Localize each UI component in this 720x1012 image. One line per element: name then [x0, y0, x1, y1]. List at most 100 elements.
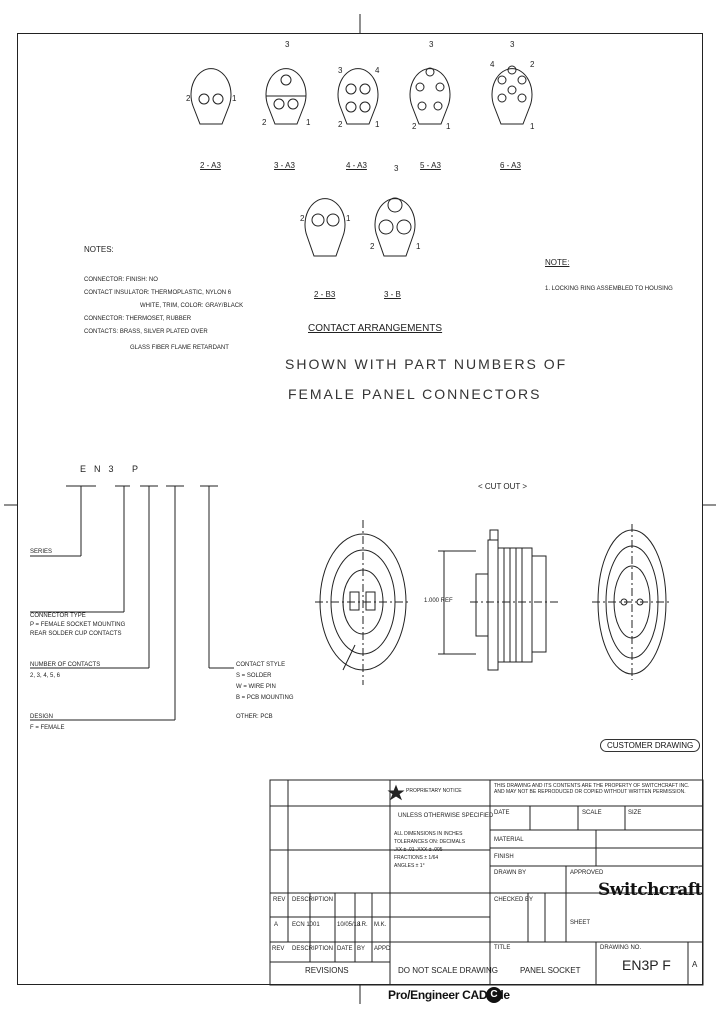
label-contacts: NUMBER OF CONTACTS [30, 662, 101, 668]
note-line: WHITE, TRIM, COLOR: GRAY/BLACK [140, 303, 244, 309]
rev-header: DATE [337, 946, 353, 952]
label-connector-type: CONNECTOR TYPE [30, 613, 86, 619]
rev-box: A [692, 960, 698, 969]
label-scale: SCALE [582, 810, 602, 816]
label-date: DATE [494, 810, 510, 816]
drawing-number-label: DRAWING NO. [600, 945, 642, 951]
pin-label: 3 [285, 40, 290, 49]
drawing-number: EN3P F [622, 957, 671, 973]
label-drawn: DRAWN BY [494, 870, 527, 876]
label-contact-style: B = PCB MOUNTING [236, 695, 294, 701]
tolerance-line: ALL DIMENSIONS IN INCHES [394, 831, 463, 837]
note-line: CONTACT INSULATOR: THERMOPLASTIC, NYLON … [84, 290, 232, 296]
side-view [438, 529, 560, 671]
title-block-grid [269, 779, 704, 986]
label-approved: APPROVED [570, 870, 604, 876]
tolerance-line: TOLERANCES ON: DECIMALS [394, 839, 466, 845]
rev-cell: ECN 1001 [292, 922, 320, 928]
title-value: PANEL SOCKET [520, 966, 581, 975]
pin-label: 1 [446, 122, 451, 131]
label-size: SIZE [628, 810, 642, 816]
pin-label: 3 [338, 66, 343, 75]
rev-header: REV [273, 897, 286, 903]
pin-label: 1 [416, 242, 421, 251]
front-view-right [592, 524, 672, 680]
proprietary-notice: PROPRIETARY NOTICE [406, 788, 462, 794]
label-contact-style: W = WIRE PIN [236, 684, 276, 690]
customer-drawing-badge: CUSTOMER DRAWING [600, 739, 701, 752]
note-line: CONNECTOR: THERMOSET, RUBBER [84, 316, 192, 322]
heading-line-1: SHOWN WITH PART NUMBERS OF [285, 356, 568, 372]
rev-cell: J.R. [357, 922, 368, 928]
pin-label: 1 [530, 122, 535, 131]
connector-2-a3-face [190, 68, 232, 125]
rev-header: DESCRIPTION [292, 946, 334, 952]
pin-label: 2 [262, 118, 267, 127]
heading-line-2: FEMALE PANEL CONNECTORS [288, 386, 542, 402]
label-contacts: 2, 3, 4, 5, 6 [30, 673, 61, 679]
label-connector-type: P = FEMALE SOCKET MOUNTING [30, 622, 126, 628]
pin-label: 2 [300, 214, 305, 223]
pin-label: 1 [375, 120, 380, 129]
pin-label: 3 [429, 40, 434, 49]
pin-label: 2 [530, 60, 535, 69]
connector-5-a3-label: 5 - A3 [420, 161, 441, 170]
label-contact-style: CONTACT STYLE [236, 662, 286, 668]
front-view-left [315, 520, 410, 685]
connector-3-b-label: 3 - B [384, 290, 401, 299]
part-number-leaders [30, 485, 234, 721]
connector-6-a3-label: 6 - A3 [500, 161, 521, 170]
label-sheet: SHEET [570, 920, 591, 926]
pin-label: 1 [232, 94, 237, 103]
pin-label: 3 [394, 164, 399, 173]
connector-3-b-face [374, 197, 416, 257]
part-number-code: EN3 P [80, 464, 147, 474]
rev-header: APPD [374, 946, 391, 952]
pin-label: 2 [370, 242, 375, 251]
rev-cell: M.K. [374, 922, 387, 928]
proprietary-text: THIS DRAWING AND ITS CONTENTS ARE THE PR… [494, 783, 690, 795]
connector-3-a3-label: 3 - A3 [274, 161, 295, 170]
rev-header: BY [357, 946, 366, 952]
cad-file-badge: C [486, 987, 502, 1003]
dimension-label: 1.000 REF [424, 598, 453, 604]
connector-2-b3-label: 2 - B3 [314, 290, 336, 299]
star-icon [387, 784, 405, 801]
connector-3-a3-face [265, 68, 307, 125]
unless-specified: UNLESS OTHERWISE SPECIFIED [398, 813, 494, 819]
tolerance-line: .XX ± .01 .XXX ± .005 [394, 847, 443, 853]
rev-header: REV [272, 946, 285, 952]
pin-label: 1 [306, 118, 311, 127]
tolerance-line: FRACTIONS ± 1/64 [394, 855, 439, 861]
label-design: DESIGN [30, 714, 54, 720]
label-finish: FINISH [494, 854, 514, 860]
pin-label: 2 [338, 120, 343, 129]
note-line: GLASS FIBER FLAME RETARDANT [130, 345, 229, 351]
right-note-title: NOTE: [545, 258, 570, 267]
connector-5-a3-face [409, 67, 451, 125]
connector-2-a3-label: 2 - A3 [200, 161, 221, 170]
right-note-text: 1. LOCKING RING ASSEMBLED TO HOUSING [545, 286, 673, 292]
cut-out-label: < CUT OUT > [478, 482, 528, 491]
title-label: TITLE [494, 945, 511, 951]
label-contact-style: S = SOLDER [236, 673, 272, 679]
rev-header: DESCRIPTION [292, 897, 334, 903]
note-line: CONNECTOR: FINISH: NO [84, 277, 158, 283]
connector-2-b3-face [304, 198, 346, 257]
label-design: F = FEMALE [30, 725, 65, 731]
pin-label: 4 [490, 60, 495, 69]
label-material: MATERIAL [494, 837, 524, 843]
pin-label: 3 [510, 40, 515, 49]
switchcraft-logo: Switchcraft [598, 880, 702, 900]
tolerance-line: ANGLES ± 1° [394, 863, 425, 869]
pin-label: 1 [346, 214, 351, 223]
pin-label: 2 [186, 94, 191, 103]
connector-4-a3-label: 4 - A3 [346, 161, 367, 170]
rev-cell: A [274, 922, 279, 928]
rev-cell: 10/05/18 [337, 922, 361, 928]
revisions-label: REVISIONS [305, 966, 349, 975]
contact-arrangements-heading: CONTACT ARRANGEMENTS [308, 323, 443, 334]
notes-title: NOTES: [84, 245, 114, 254]
pin-label: 4 [375, 66, 380, 75]
